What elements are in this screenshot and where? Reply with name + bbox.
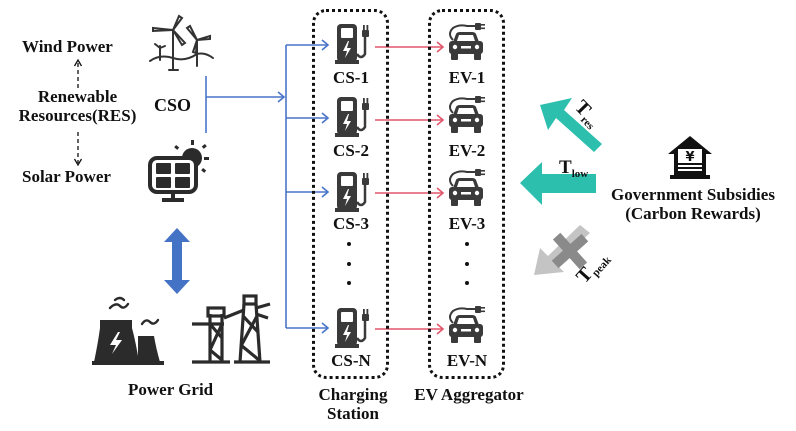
ev-car-icon-3[interactable] [445,168,487,210]
cs-3-label: CS-3 [333,214,369,233]
cso-label: CSO [154,95,192,115]
ev-aggregator-group-label: EV Aggregator [414,385,524,404]
svg-text:¥: ¥ [685,150,694,165]
charging-station-label-line1: Charging [318,385,388,404]
res-label: Renewable Resources(RES) [10,87,145,125]
cs-n-label: CS-N [331,351,371,370]
charging-station-icon-1[interactable] [335,22,371,66]
charging-station-group [312,9,389,379]
ellipsis-dot [465,281,469,285]
charging-station-label-line2: Station [327,403,379,423]
ellipsis-dot [347,242,351,246]
ev-car-icon-1[interactable] [445,22,487,64]
ev-aggregator-group [428,9,505,379]
tariff-low-main: T [559,157,572,178]
bank-yen-icon: ¥ [668,136,712,179]
government-label-line1: Government Subsidies [611,185,775,204]
ev-car-icon-n[interactable] [445,305,487,347]
solar-power-label: Solar Power [22,167,111,186]
power-grid-label: Power Grid [128,380,214,399]
tariff-low-sub: low [571,168,589,180]
charging-station-icon-n[interactable] [335,306,371,350]
ev-n-label: EV-N [446,351,488,370]
grid-bidirectional-arrow [164,228,190,294]
power-plant-icon [92,296,164,365]
ev-1-label: EV-1 [448,68,486,87]
cs-2-label: CS-2 [333,141,369,160]
solar-panel-icon [148,140,209,202]
ev-3-label: EV-3 [448,214,486,233]
wind-turbine-icon [149,14,214,71]
ellipsis-dot [347,262,351,266]
government-label-line2: (Carbon Rewards) [625,203,761,223]
ellipsis-dot [465,262,469,266]
res-label-line1: Renewable [37,87,118,106]
ev-car-icon-2[interactable] [445,95,487,137]
ev-2-label: EV-2 [448,141,486,160]
tariff-res-arrow [540,98,602,152]
tariff-low-label: Tlow [559,157,589,180]
charging-station-icon-3[interactable] [335,170,371,214]
ellipsis-dot [465,242,469,246]
tariff-peak-arrow [534,225,590,275]
transmission-tower-icon [192,294,271,364]
government-subsidies-label: Government Subsidies (Carbon Rewards) [598,185,788,223]
charging-station-group-label: Charging Station [298,385,408,423]
ellipsis-dot [347,281,351,285]
cs-1-label: CS-1 [333,68,369,87]
charging-station-icon-2[interactable] [335,95,371,139]
wind-power-label: Wind Power [22,37,113,56]
res-label-line2: Resources(RES) [18,105,137,125]
blocked-cross-icon [551,232,589,270]
tariff-low-arrow [520,162,596,205]
